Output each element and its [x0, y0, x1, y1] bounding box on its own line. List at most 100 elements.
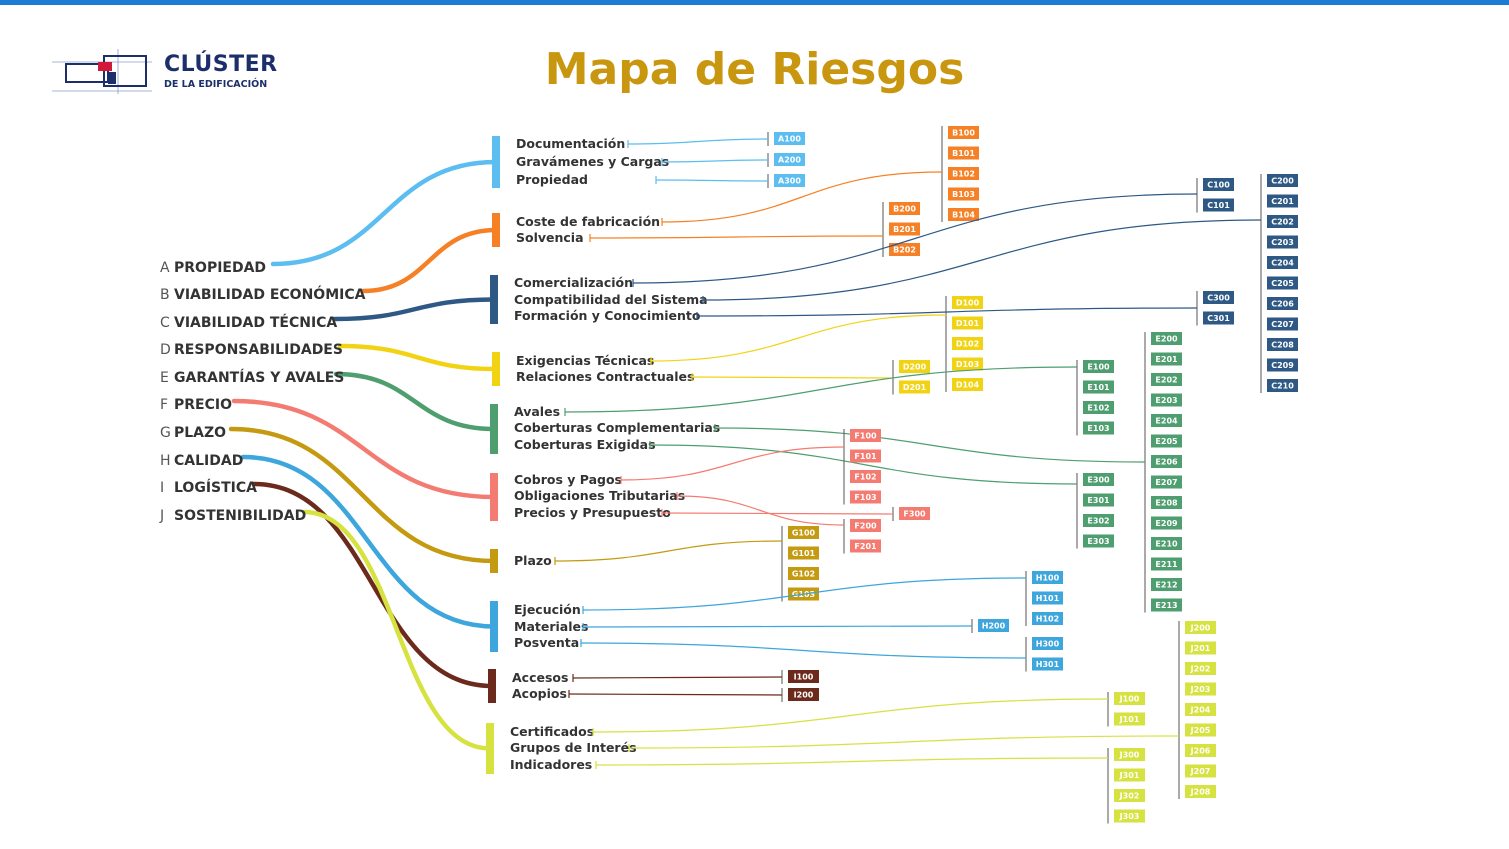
risk-code-box [850, 490, 881, 504]
subcategory-label: Documentación [516, 136, 625, 151]
risk-code-label: C203 [1271, 238, 1294, 247]
subcategory-label: Comercialización [514, 275, 633, 290]
category-letter: B [160, 287, 170, 303]
subcategory-link [582, 577, 1027, 611]
subcategory-label: Relaciones Contractuales [516, 369, 694, 384]
category-name: PRECIO [174, 397, 232, 413]
risk-code-box [1114, 809, 1145, 823]
subcategory-label: Exigencias Técnicas [516, 353, 654, 368]
subcategory-link [676, 495, 845, 526]
risk-code-label: J300 [1119, 751, 1140, 760]
category-letter: I [160, 480, 164, 496]
risk-code-label: A200 [778, 156, 801, 165]
risk-code-label: E211 [1155, 560, 1178, 569]
risk-code-box [850, 539, 881, 553]
risk-code-box [948, 208, 979, 221]
risk-code-label: C301 [1207, 314, 1230, 323]
risk-code-label: D101 [956, 319, 980, 328]
risk-code-label: C200 [1271, 177, 1294, 186]
risk-code-box [1151, 578, 1182, 591]
category-connector [332, 297, 497, 322]
subcategory-link [592, 698, 1109, 733]
subcategory-link [661, 512, 894, 515]
category-bar [492, 213, 500, 247]
category-letter: J [159, 508, 164, 524]
subcategory-label: Propiedad [516, 172, 588, 187]
category-name: CALIDAD [174, 453, 243, 469]
risk-code-label: J101 [1119, 715, 1140, 724]
page-title: Mapa de Riesgos [544, 44, 965, 95]
risk-code-label: E213 [1155, 601, 1177, 610]
risk-code-box [1203, 311, 1234, 325]
risk-code-box [1114, 692, 1145, 705]
risk-code-box [1083, 360, 1114, 373]
risk-code-label: C208 [1271, 341, 1294, 350]
risk-code-box [1151, 475, 1182, 489]
subcategory-label: Grupos de Interés [510, 740, 637, 755]
risk-code-box [774, 174, 805, 187]
risk-code-box [1151, 496, 1182, 509]
subcategory-link [627, 138, 769, 145]
risk-code-box [1185, 641, 1216, 655]
risk-code-box [774, 153, 805, 166]
subcategory-link [702, 219, 1262, 301]
subcategory-label: Cobros y Pagos [514, 472, 622, 487]
subcategory-label: Indicadores [510, 757, 592, 772]
risk-code-box [952, 378, 983, 391]
risk-code-label: H300 [1036, 640, 1060, 649]
risk-code-label: F200 [854, 522, 877, 531]
risk-code-box [788, 526, 819, 539]
risk-code-label: E103 [1087, 424, 1109, 433]
subcategory-label: Precios y Presupuesto [514, 505, 671, 520]
risk-code-label: E212 [1155, 581, 1177, 590]
risk-code-box [889, 243, 920, 256]
subcategory-label: Accesos [512, 670, 568, 685]
risk-code-label: J100 [1119, 695, 1140, 704]
risk-code-label: J207 [1190, 767, 1211, 776]
risk-code-label: J208 [1190, 788, 1211, 797]
subcategory-link [650, 314, 947, 362]
risk-code-box [1151, 434, 1182, 448]
risk-code-label: F103 [854, 493, 876, 502]
risk-code-label: F100 [854, 432, 877, 441]
subcategory-label: Ejecución [514, 602, 581, 617]
category-bar [488, 669, 496, 703]
risk-code-label: B201 [893, 225, 916, 234]
risk-code-box [1267, 256, 1298, 269]
risk-code-box [850, 470, 881, 483]
risk-code-label: J203 [1190, 685, 1211, 694]
risk-code-box [1203, 291, 1234, 304]
risk-code-label: C100 [1207, 181, 1230, 190]
risk-code-box [1267, 194, 1298, 208]
category-bar [490, 473, 498, 521]
category-connector [240, 454, 497, 629]
logo-text-edificacion: DE LA EDIFICACIÓN [164, 79, 268, 90]
category-letter: D [160, 342, 171, 358]
risk-code-box [788, 670, 819, 683]
category-letter: H [160, 453, 171, 469]
risk-code-box [1203, 198, 1234, 212]
risk-code-box [1114, 712, 1145, 726]
risk-code-label: J204 [1190, 706, 1211, 715]
category-name: VIABILIDAD TÉCNICA [174, 314, 337, 331]
risk-code-label: H101 [1036, 594, 1060, 603]
risk-code-label: D100 [956, 299, 980, 308]
subcategory-label: Coberturas Exigidas [514, 437, 656, 452]
risk-code-box [1267, 174, 1298, 187]
risk-code-box [1151, 352, 1182, 366]
subcategory-label: Avales [514, 404, 560, 419]
risk-code-box [899, 380, 930, 394]
category-name: VIABILIDAD ECONÓMICA [174, 285, 366, 303]
risk-code-label: E302 [1087, 517, 1109, 526]
subcategory-link [661, 171, 943, 223]
risk-code-label: D201 [903, 383, 927, 392]
subcategory-link [582, 625, 973, 628]
subcategory-link [632, 193, 1198, 284]
risk-code-label: J205 [1190, 726, 1211, 735]
